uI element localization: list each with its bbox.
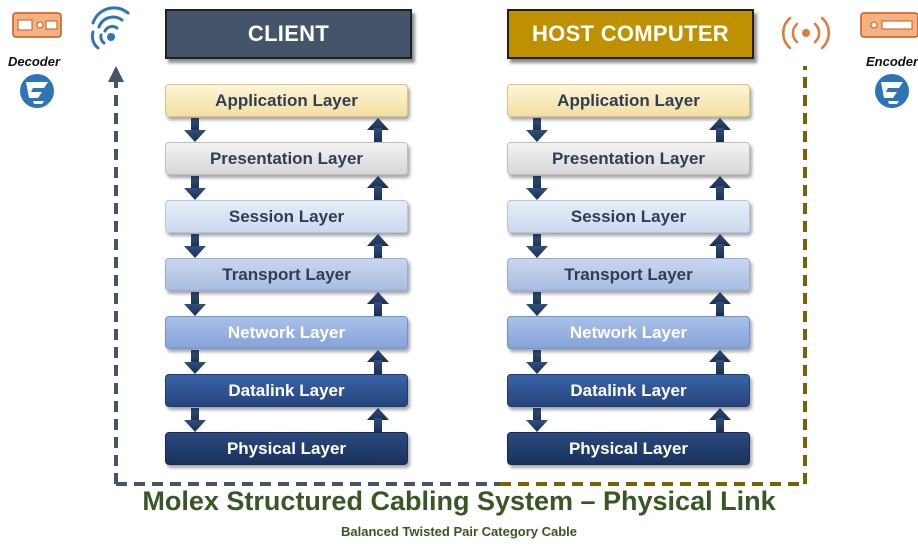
client-datalink-layer: Datalink Layer xyxy=(165,374,408,407)
client-physical-layer: Physical Layer xyxy=(165,432,408,465)
host-application-layer: Application Layer xyxy=(507,84,750,117)
encoder-device-icon xyxy=(860,12,918,38)
host-physical-link xyxy=(500,66,807,486)
host-transport-layer: Transport Layer xyxy=(507,258,750,291)
client-presentation-layer: Presentation Layer xyxy=(165,142,408,175)
client-banner: CLIENT xyxy=(165,9,412,59)
client-network-layer: Network Layer xyxy=(165,316,408,349)
down-arrow-icon xyxy=(526,118,548,432)
footer-title: Molex Structured Cabling System – Physic… xyxy=(142,486,776,516)
host-physical-layer: Physical Layer xyxy=(507,432,750,465)
host-network-layer: Network Layer xyxy=(507,316,750,349)
host-datalink-layer: Datalink Layer xyxy=(507,374,750,407)
footer-subtitle: Balanced Twisted Pair Category Cable xyxy=(341,524,577,539)
up-arrow-icon xyxy=(367,118,389,432)
host-session-layer: Session Layer xyxy=(507,200,750,233)
host-arrows xyxy=(526,118,731,432)
host-presentation-layer: Presentation Layer xyxy=(507,142,750,175)
decoder-label: Decoder xyxy=(8,54,61,69)
decoder-logo-icon xyxy=(20,74,54,108)
client-application-layer: Application Layer xyxy=(165,84,408,117)
up-arrow-icon xyxy=(709,118,731,432)
client-transport-layer: Transport Layer xyxy=(165,258,408,291)
uplink-arrowhead xyxy=(108,66,124,82)
encoder-logo-icon xyxy=(875,74,909,108)
encoder-label: Encoder xyxy=(866,54,918,69)
down-arrow-icon xyxy=(184,118,206,432)
broadcast-signal-icon xyxy=(781,16,831,50)
client-arrows xyxy=(184,118,389,432)
host-banner: HOST COMPUTER xyxy=(507,9,754,59)
decoder-device-icon xyxy=(12,12,62,38)
client-physical-link xyxy=(108,66,500,486)
wireless-signal-icon xyxy=(90,6,130,50)
client-session-layer: Session Layer xyxy=(165,200,408,233)
